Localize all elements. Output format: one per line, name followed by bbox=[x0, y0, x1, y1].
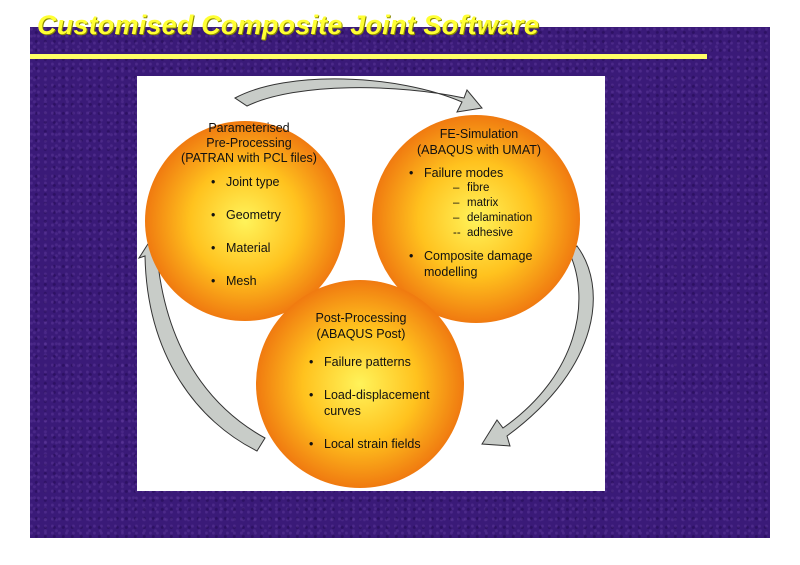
fe-heading-2: (ABAQUS with UMAT) bbox=[417, 143, 541, 157]
pre-bullets: • Joint type • Geometry • Material • Mes… bbox=[211, 175, 282, 288]
failure-mode-fibre: fibre bbox=[467, 182, 489, 194]
post-processing-circle bbox=[256, 280, 464, 488]
pre-bullet-joint-type: Joint type bbox=[226, 175, 280, 189]
bullet-icon: • bbox=[409, 249, 413, 263]
fe-bullet-failure-modes: Failure modes bbox=[424, 166, 503, 180]
arrow-top-icon bbox=[234, 78, 483, 113]
pre-bullet-mesh: Mesh bbox=[226, 274, 257, 288]
post-heading-2: (ABAQUS Post) bbox=[317, 327, 406, 341]
arrow-right-icon bbox=[481, 245, 594, 447]
pre-bullet-geometry: Geometry bbox=[226, 208, 282, 222]
post-bullet-curves: curves bbox=[324, 404, 361, 418]
dash-icon: – bbox=[453, 212, 460, 224]
post-heading-1: Post-Processing bbox=[315, 311, 406, 325]
pre-bullet-material: Material bbox=[226, 241, 270, 255]
pre-heading-2: Pre-Processing bbox=[206, 136, 291, 150]
fe-bullet-damage-2: modelling bbox=[424, 265, 478, 279]
failure-mode-delamination: delamination bbox=[467, 212, 532, 224]
bullet-icon: • bbox=[211, 241, 215, 255]
dash-icon: -- bbox=[453, 227, 461, 239]
pre-heading-1: Parameterised bbox=[208, 121, 289, 135]
pre-heading-3: (PATRAN with PCL files) bbox=[181, 151, 317, 165]
failure-mode-adhesive: adhesive bbox=[467, 227, 513, 239]
bullet-icon: • bbox=[409, 166, 413, 180]
fe-simulation-circle bbox=[372, 115, 580, 323]
failure-mode-matrix: matrix bbox=[467, 197, 499, 209]
fe-bullet-damage-1: Composite damage bbox=[424, 249, 532, 263]
slide-title: Customised Composite Joint Software bbox=[37, 10, 540, 40]
failure-mode-list: – fibre – matrix – delamination -- adhes… bbox=[453, 182, 532, 239]
bullet-icon: • bbox=[309, 388, 313, 402]
post-bullets: • Failure patterns • Load-displacement c… bbox=[309, 355, 430, 451]
bullet-icon: • bbox=[211, 274, 215, 288]
post-bullet-failure-patterns: Failure patterns bbox=[324, 355, 411, 369]
fe-heading-1: FE-Simulation bbox=[440, 127, 519, 141]
bullet-icon: • bbox=[211, 175, 215, 189]
title-underline bbox=[30, 54, 707, 59]
diagram-panel: Parameterised Pre-Processing (PATRAN wit… bbox=[137, 76, 605, 491]
post-bullet-load-displacement: Load-displacement bbox=[324, 388, 430, 402]
bullet-icon: • bbox=[309, 437, 313, 451]
dash-icon: – bbox=[453, 182, 460, 194]
bullet-icon: • bbox=[211, 208, 215, 222]
post-bullet-local-strain: Local strain fields bbox=[324, 437, 421, 451]
bullet-icon: • bbox=[309, 355, 313, 369]
dash-icon: – bbox=[453, 197, 460, 209]
workflow-diagram: Parameterised Pre-Processing (PATRAN wit… bbox=[137, 78, 594, 488]
pre-processing-circle bbox=[145, 121, 345, 321]
